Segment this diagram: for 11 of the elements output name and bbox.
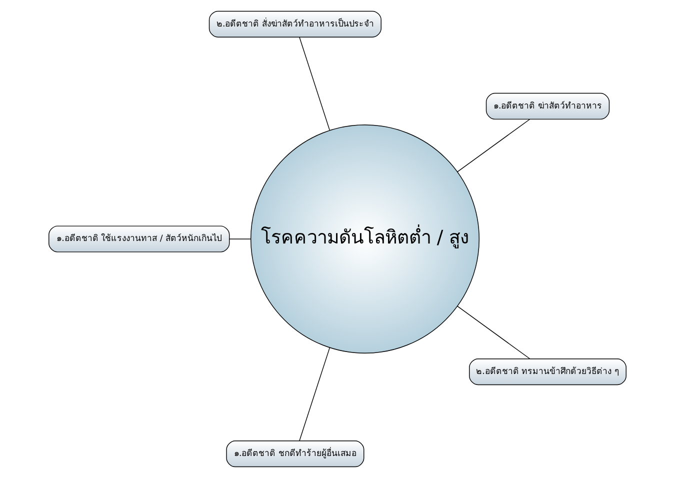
- node-box: ๒.อดีตชาติ สั่งฆ่าสัตว์ทำอาหารเป็นประจำ: [208, 10, 381, 38]
- node-circle: โรคความดันโลหิตต่ำ / สูง: [250, 124, 480, 354]
- node-box: ๑.อดีตชาติ ฆ่าสัตว์ทำอาหาร: [485, 92, 610, 120]
- node-box: ๑.อดีตชาติ ใช้แรงงานทาส / สัตว์หนักเกินไป: [48, 226, 230, 252]
- node-box: ๑.อดีตชาติ ชกตีทำร้ายผู้อื่นเสมอ: [226, 440, 364, 468]
- connector: [228, 238, 251, 240]
- connector: [298, 37, 330, 131]
- connector: [456, 118, 530, 172]
- connector: [298, 347, 330, 441]
- connector: [456, 306, 530, 360]
- node-box: ๒.อดีตชาติ ทรมานข้าศึกด้วยวิธีต่าง ๆ: [468, 358, 626, 386]
